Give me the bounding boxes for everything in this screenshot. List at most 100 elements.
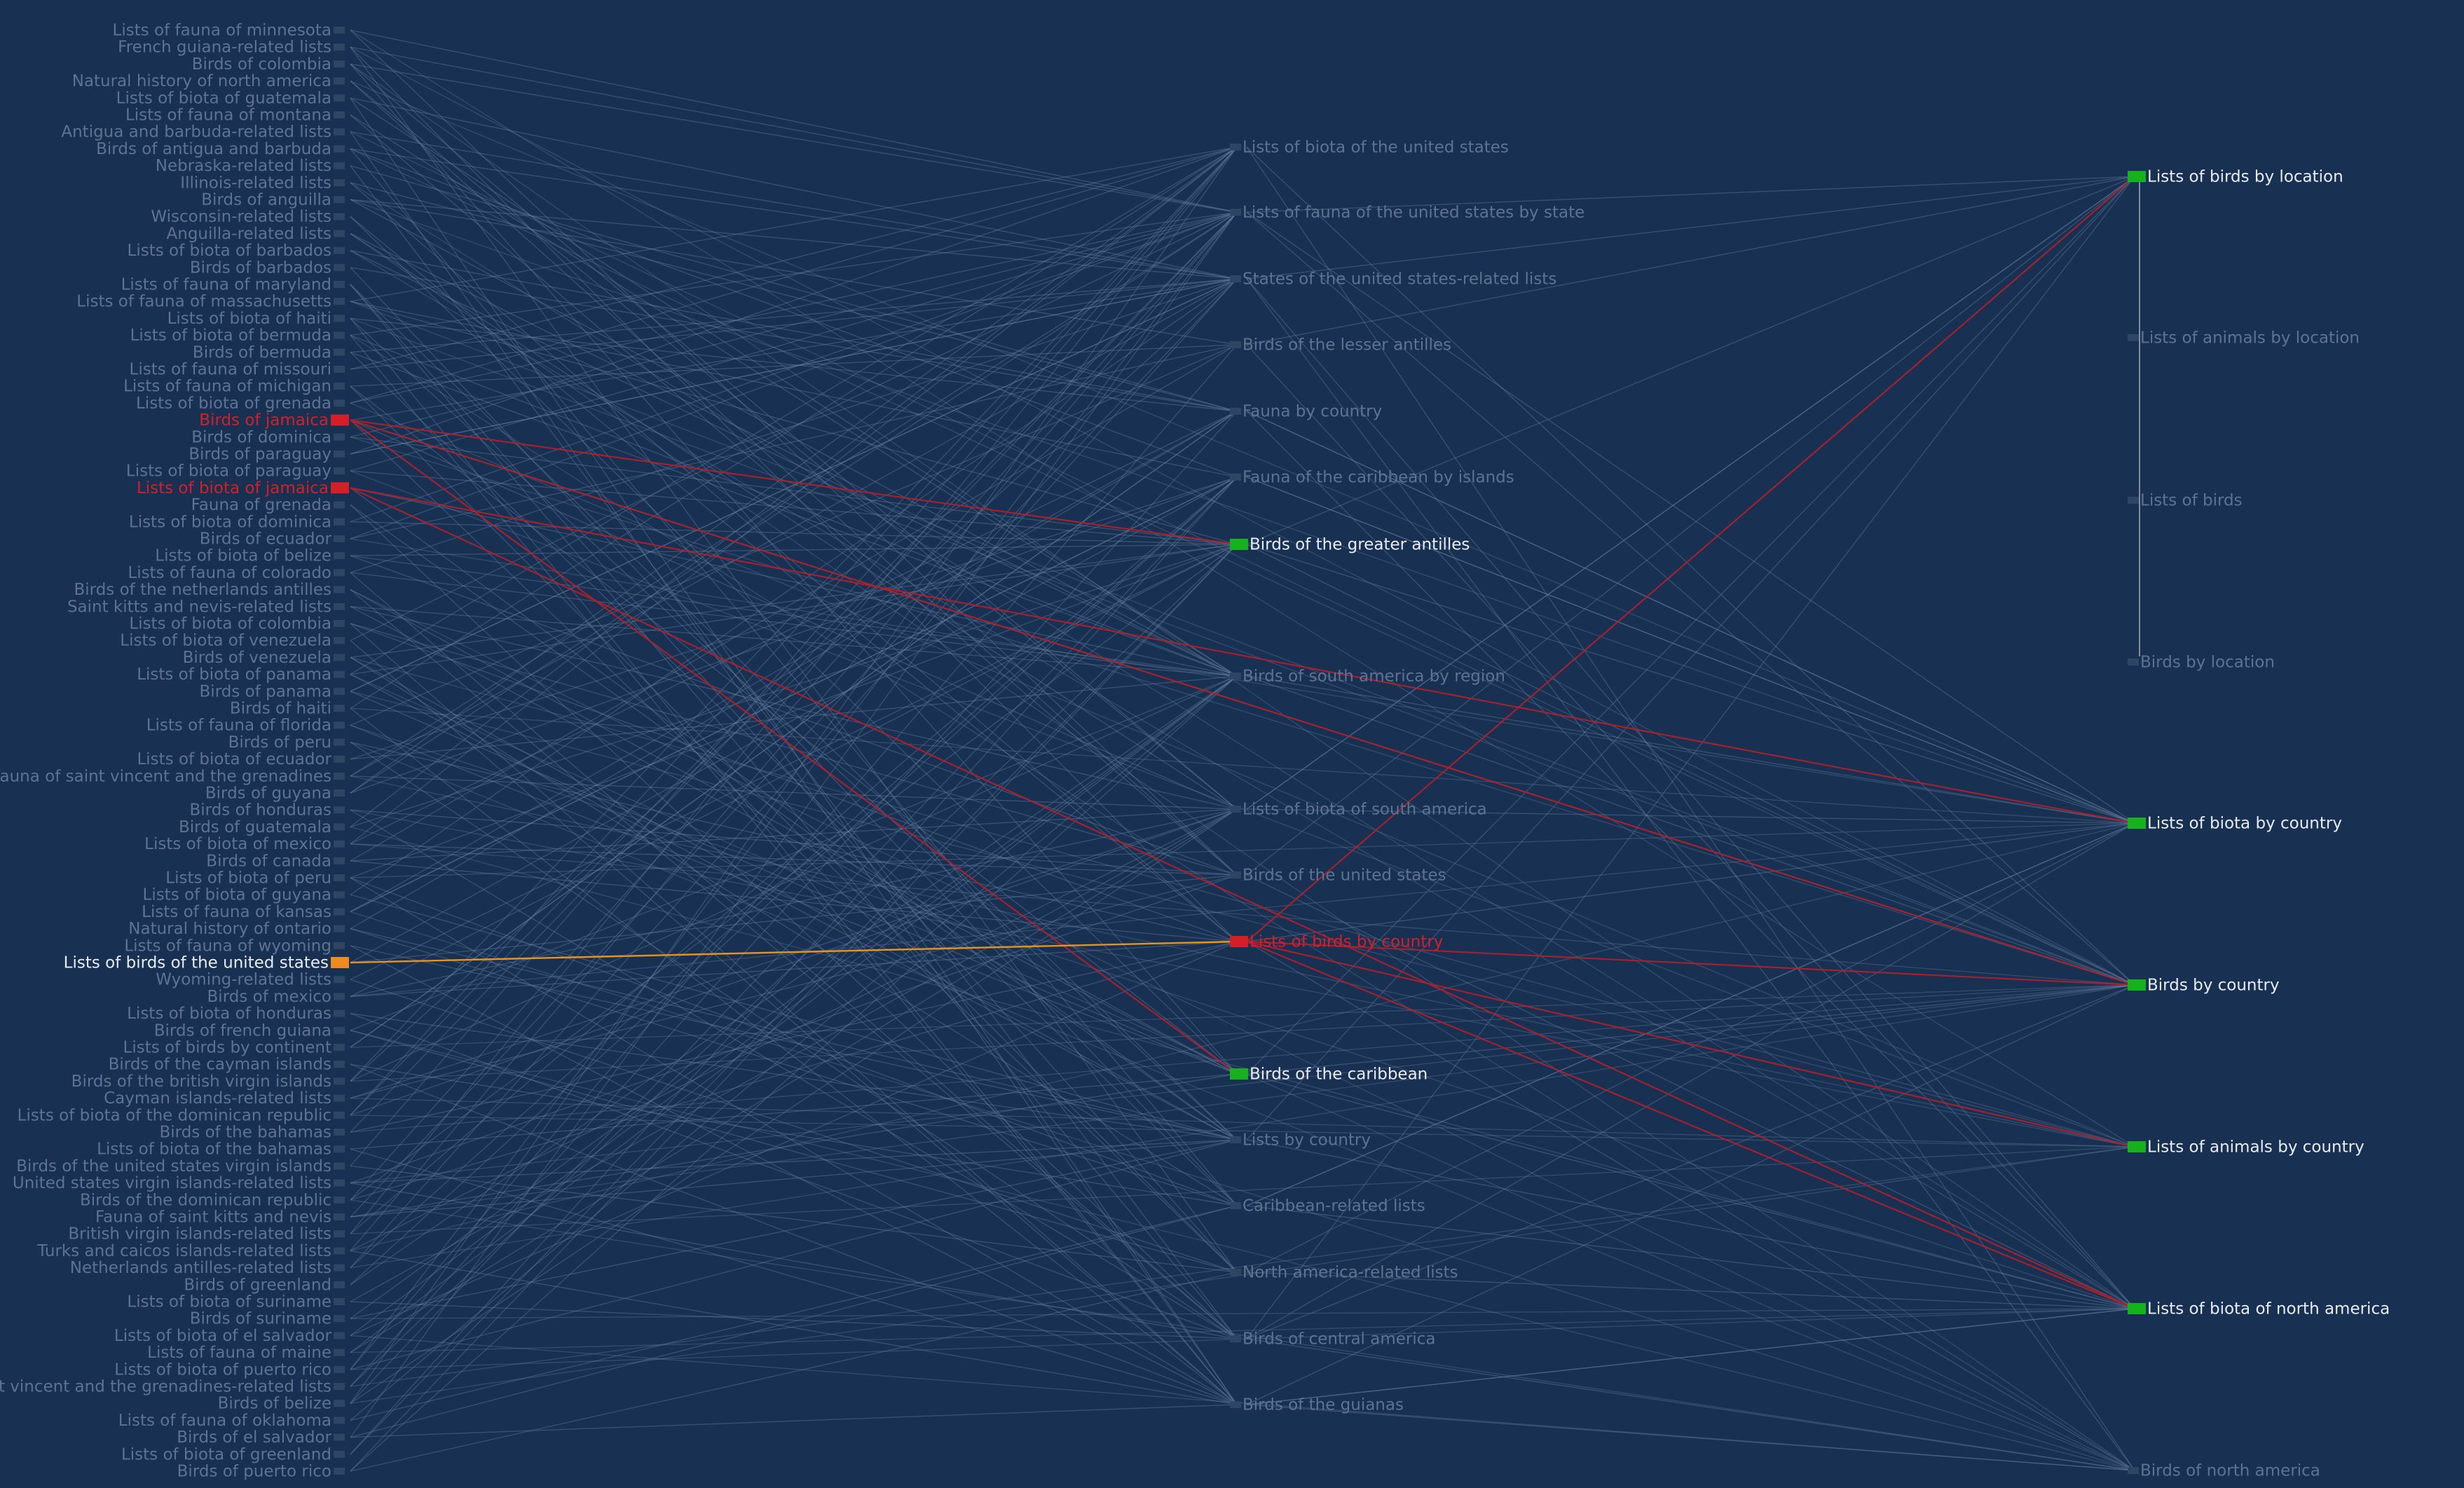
graph-node[interactable]: Lists of biota of barbados: [128, 242, 345, 260]
node-label[interactable]: Birds of the dominican republic: [80, 1191, 331, 1209]
node-marker[interactable]: [334, 1332, 345, 1339]
node-label[interactable]: Lists of biota of ecuador: [137, 750, 331, 769]
graph-node[interactable]: Birds of anguilla: [201, 191, 345, 209]
graph-node[interactable]: Nebraska-related lists: [156, 157, 345, 175]
node-marker[interactable]: [334, 1400, 345, 1407]
graph-node[interactable]: Lists of birds by country: [1230, 933, 1443, 951]
graph-node[interactable]: Birds of the united states: [1230, 867, 1446, 885]
node-label[interactable]: Birds of mexico: [207, 988, 331, 1006]
node-label[interactable]: Lists of fauna of oklahoma: [118, 1412, 331, 1430]
node-marker[interactable]: [334, 162, 345, 170]
graph-node[interactable]: Birds of el salvador: [177, 1428, 345, 1447]
node-marker[interactable]: [334, 348, 345, 356]
node-label[interactable]: Lists of fauna of missouri: [130, 361, 331, 379]
node-marker[interactable]: [334, 213, 345, 221]
node-marker[interactable]: [334, 1129, 345, 1136]
node-marker[interactable]: [334, 263, 345, 271]
graph-node[interactable]: Illinois-related lists: [180, 174, 345, 192]
graph-node[interactable]: Birds of south america by region: [1230, 668, 1505, 686]
node-label[interactable]: Birds of the caribbean: [1250, 1066, 1428, 1084]
node-label[interactable]: Fauna of saint kitts and nevis: [95, 1208, 331, 1227]
graph-node[interactable]: Lists of fauna of montana: [125, 106, 345, 125]
graph-node[interactable]: Lists of biota of the bahamas: [97, 1141, 345, 1159]
node-label[interactable]: Birds of barbados: [190, 259, 331, 277]
graph-node[interactable]: British virgin islands-related lists: [68, 1225, 345, 1244]
node-marker[interactable]: [1230, 1269, 1241, 1276]
node-label[interactable]: Lists of biota of guatemala: [116, 89, 331, 107]
node-label[interactable]: Lists of birds: [2140, 492, 2243, 510]
graph-node[interactable]: Wisconsin-related lists: [151, 208, 345, 226]
node-label[interactable]: Birds of greenland: [184, 1276, 331, 1294]
graph-node[interactable]: Birds of barbados: [190, 259, 345, 277]
graph-node[interactable]: Antigua and barbuda-related lists: [61, 123, 345, 142]
node-label[interactable]: Fauna of the caribbean by islands: [1243, 469, 1514, 487]
node-label[interactable]: Lists of biota of haiti: [167, 310, 331, 328]
graph-node[interactable]: Lists of fauna of the united states by s…: [1230, 204, 1585, 222]
graph-node[interactable]: Birds of the cayman islands: [109, 1056, 345, 1074]
node-marker[interactable]: [1230, 1335, 1241, 1342]
node-label[interactable]: Lists of biota of honduras: [127, 1005, 331, 1023]
node-marker[interactable]: [334, 366, 345, 373]
graph-node[interactable]: Lists of biota of south america: [1230, 801, 1487, 819]
node-label[interactable]: Birds of paraguay: [189, 446, 331, 464]
node-label[interactable]: Lists of birds by continent: [123, 1039, 331, 1057]
node-label[interactable]: Birds of the guianas: [1243, 1396, 1404, 1414]
node-label[interactable]: Birds of ecuador: [200, 530, 332, 549]
graph-node[interactable]: Birds of dominica: [191, 428, 345, 446]
graph-node[interactable]: Lists of biota of the dominican republic: [18, 1106, 345, 1124]
node-marker[interactable]: [334, 196, 345, 203]
node-marker[interactable]: [1230, 474, 1241, 481]
graph-node[interactable]: States of the united states-related list…: [1230, 270, 1556, 289]
node-marker[interactable]: [1230, 1136, 1241, 1143]
graph-node[interactable]: Birds of the caribbean: [1230, 1066, 1428, 1084]
node-marker[interactable]: [334, 128, 345, 136]
graph-node[interactable]: Netherlands antilles-related lists: [70, 1259, 345, 1277]
graph-node[interactable]: Birds of the british virgin islands: [71, 1073, 345, 1091]
node-label[interactable]: Lists of fauna of kansas: [142, 903, 331, 921]
node-label[interactable]: Birds of el salvador: [177, 1428, 331, 1447]
node-label[interactable]: Lists of biota of the united states: [1243, 139, 1509, 157]
graph-node[interactable]: Lists of fauna of missouri: [130, 361, 345, 379]
node-label[interactable]: Birds of dominica: [191, 428, 331, 446]
node-label[interactable]: Lists of biota of suriname: [127, 1293, 331, 1311]
node-label[interactable]: Fauna of grenada: [191, 496, 331, 514]
node-label[interactable]: Lists of biota of barbados: [128, 242, 331, 260]
node-label[interactable]: Birds of venezuela: [183, 649, 331, 667]
graph-node[interactable]: Lists of biota of guyana: [143, 886, 345, 904]
node-label[interactable]: Birds of guyana: [205, 785, 331, 803]
node-marker[interactable]: [334, 1450, 345, 1458]
graph-node[interactable]: Lists of biota of el salvador: [114, 1327, 345, 1345]
graph-node[interactable]: North america-related lists: [1230, 1264, 1458, 1282]
node-marker[interactable]: [1230, 144, 1241, 151]
graph-node[interactable]: Birds of the bahamas: [160, 1124, 345, 1142]
node-marker[interactable]: [334, 806, 345, 814]
node-label[interactable]: Lists of biota of colombia: [129, 615, 331, 633]
node-marker[interactable]: [334, 1349, 345, 1356]
node-marker[interactable]: [334, 586, 345, 593]
node-label[interactable]: Birds of the greater antilles: [1250, 536, 1470, 554]
node-marker[interactable]: [334, 687, 345, 695]
graph-node[interactable]: Lists of biota of mexico: [144, 835, 345, 853]
graph-node[interactable]: Birds of puerto rico: [177, 1463, 345, 1481]
node-marker[interactable]: [334, 1468, 345, 1475]
node-marker[interactable]: [334, 1044, 345, 1051]
node-marker[interactable]: [2128, 818, 2146, 829]
graph-node[interactable]: Caribbean-related lists: [1230, 1197, 1425, 1215]
graph-node[interactable]: Lists of biota of peru: [165, 869, 345, 888]
graph-node[interactable]: Birds of ecuador: [200, 530, 345, 549]
node-marker[interactable]: [2128, 497, 2139, 504]
node-marker[interactable]: [334, 755, 345, 763]
graph-node[interactable]: Lists of fauna of colorado: [128, 564, 345, 582]
node-marker[interactable]: [334, 1365, 345, 1373]
node-marker[interactable]: [1230, 1401, 1241, 1408]
graph-node[interactable]: Lists of biota of colombia: [129, 615, 345, 633]
graph-node[interactable]: Fauna of grenada: [191, 496, 345, 514]
graph-node[interactable]: United states virgin islands-related lis…: [13, 1174, 345, 1192]
node-label[interactable]: Lists of biota of the bahamas: [97, 1141, 331, 1159]
node-label[interactable]: Saint kitts and nevis-related lists: [67, 598, 331, 616]
node-label[interactable]: Lists of animals by location: [2140, 329, 2360, 347]
node-label[interactable]: Birds of north america: [2140, 1462, 2320, 1480]
node-marker[interactable]: [334, 1111, 345, 1119]
node-label[interactable]: Birds of south america by region: [1243, 668, 1505, 686]
graph-node[interactable]: Natural history of north america: [72, 72, 345, 90]
